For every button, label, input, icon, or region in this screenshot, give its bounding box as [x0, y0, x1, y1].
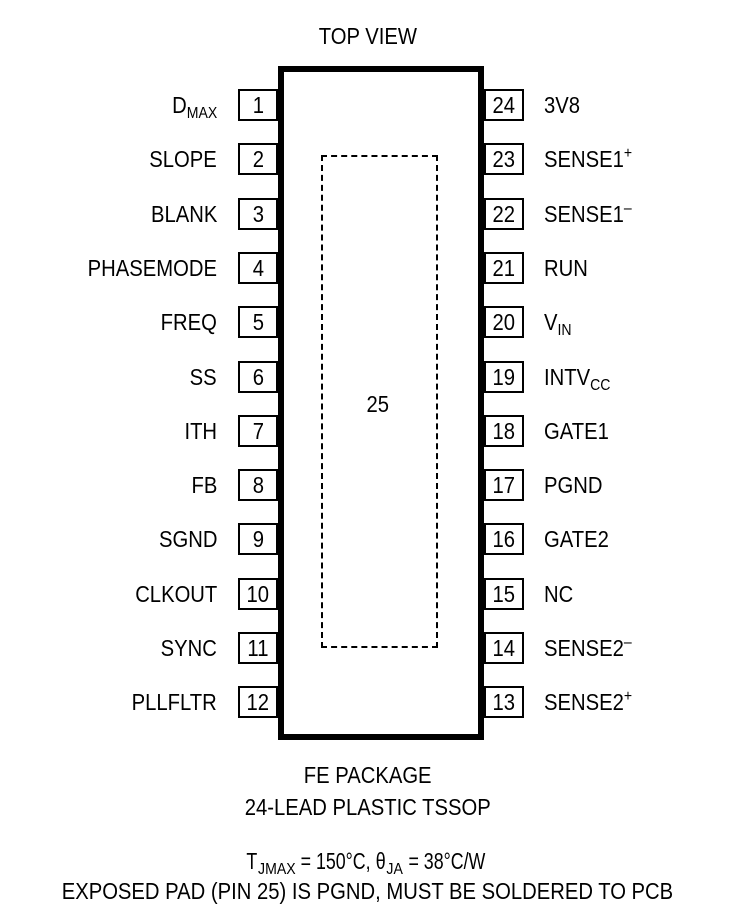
diagram-title: TOP VIEW	[318, 23, 417, 49]
ic-package-body	[278, 66, 484, 740]
exposed-pad	[321, 155, 438, 648]
left-pin-label: SLOPE	[149, 146, 217, 172]
right-pin-label: RUN	[544, 255, 588, 281]
left-pin-number-box: 4	[238, 252, 278, 284]
right-pin-label: 3V8	[544, 92, 581, 118]
thermal-specs: TJMAX = 150°C, θJA = 38°C/W	[245, 848, 485, 878]
left-pin-label: PLLFLTR	[131, 689, 217, 715]
right-pin-number-box: 13	[484, 686, 524, 718]
exposed-pad-note: EXPOSED PAD (PIN 25) IS PGND, MUST BE SO…	[61, 878, 674, 904]
left-pin-number-box: 10	[238, 578, 278, 610]
left-pin-number-box: 2	[238, 143, 278, 175]
left-pin-number-box: 11	[238, 632, 278, 664]
right-pin-number-box: 14	[484, 632, 524, 664]
left-pin-label: SYNC	[160, 635, 217, 661]
right-pin-number-box: 16	[484, 523, 524, 555]
right-pin-number-box: 19	[484, 361, 524, 393]
right-pin-label: SENSE1–	[544, 200, 632, 227]
right-pin-label: NC	[544, 581, 574, 607]
left-pin-label: CLKOUT	[134, 581, 217, 607]
left-pin-label: SS	[189, 364, 217, 390]
left-pin-number-box: 1	[238, 89, 278, 121]
left-pin-label: ITH	[184, 418, 217, 444]
right-pin-number-box: 22	[484, 198, 524, 230]
right-pin-label: GATE2	[544, 526, 609, 552]
exposed-pad-label: 25	[366, 391, 390, 417]
left-pin-number-box: 12	[238, 686, 278, 718]
right-pin-number-box: 24	[484, 89, 524, 121]
left-pin-number-box: 3	[238, 198, 278, 230]
right-pin-label: PGND	[544, 472, 603, 498]
left-pin-number-box: 7	[238, 415, 278, 447]
left-pin-label: BLANK	[150, 201, 217, 227]
right-pin-number-box: 20	[484, 306, 524, 338]
left-pin-number-box: 8	[238, 469, 278, 501]
right-pin-number-box: 15	[484, 578, 524, 610]
right-pin-number-box: 21	[484, 252, 524, 284]
right-pin-number-box: 17	[484, 469, 524, 501]
right-pin-label: GATE1	[544, 418, 609, 444]
package-name: FE PACKAGE	[303, 762, 432, 788]
left-pin-label: SGND	[158, 526, 217, 552]
right-pin-label: INTVCC	[544, 364, 611, 394]
left-pin-label: FB	[191, 472, 217, 498]
left-pin-number-box: 6	[238, 361, 278, 393]
right-pin-label: SENSE1+	[544, 145, 633, 172]
left-pin-label: PHASEMODE	[87, 255, 217, 281]
right-pin-label: VIN	[544, 309, 572, 339]
left-pin-number-box: 9	[238, 523, 278, 555]
right-pin-label: SENSE2+	[544, 688, 633, 715]
left-pin-label: DMAX	[171, 92, 217, 122]
left-pin-label: FREQ	[160, 309, 217, 335]
left-pin-number-box: 5	[238, 306, 278, 338]
right-pin-number-box: 23	[484, 143, 524, 175]
right-pin-number-box: 18	[484, 415, 524, 447]
right-pin-label: SENSE2–	[544, 634, 632, 661]
package-description: 24-LEAD PLASTIC TSSOP	[244, 794, 491, 820]
